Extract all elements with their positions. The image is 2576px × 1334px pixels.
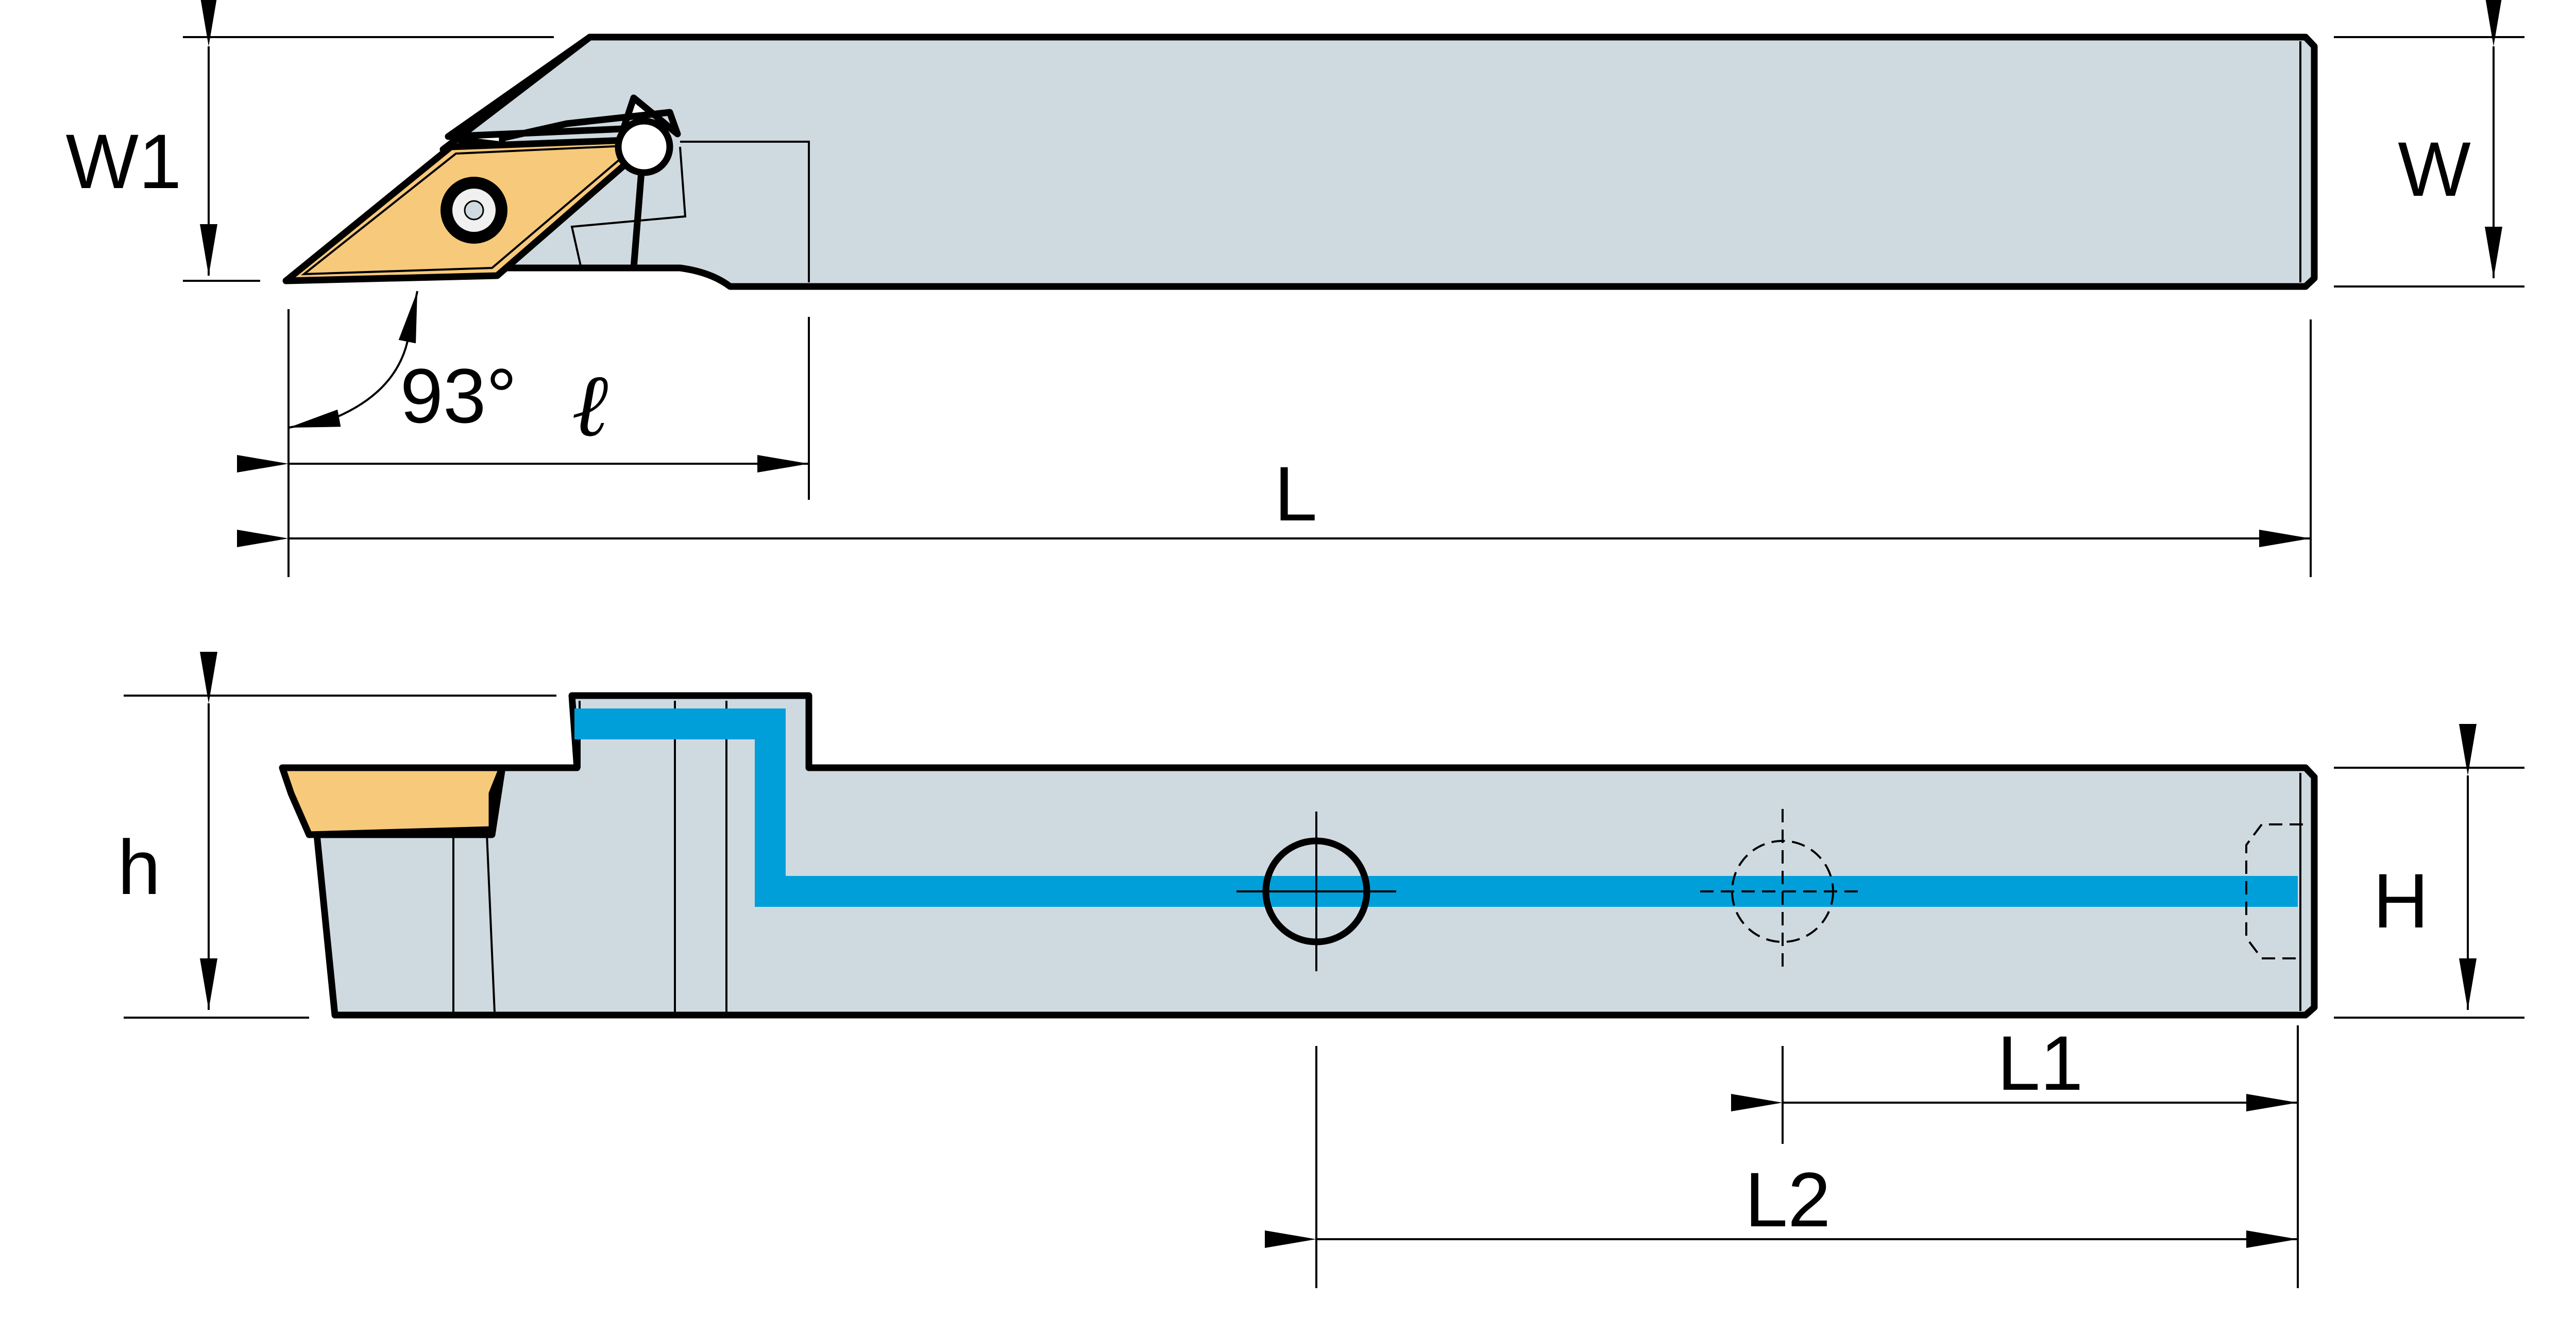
label-L2: L2	[1745, 1156, 1831, 1243]
coolant-port	[2245, 823, 2303, 959]
dim-h: h	[117, 652, 217, 1010]
insert-side	[279, 764, 506, 838]
dim-L2: L2	[1265, 1156, 2298, 1248]
side-view	[279, 692, 2318, 1019]
dim-H: H	[2373, 724, 2477, 1010]
clamp-screw	[615, 117, 673, 176]
internal-line-2	[486, 834, 496, 1013]
label-ell: ℓ	[572, 354, 608, 457]
label-w1: W1	[66, 118, 182, 205]
dim-L: L	[237, 450, 2311, 547]
label-angle: 93°	[400, 352, 517, 439]
label-w: W	[2398, 126, 2471, 212]
shank-body-top	[445, 33, 2318, 290]
dim-w: W	[2398, 0, 2502, 278]
coolant-channel	[574, 708, 2298, 907]
dim-angle: 93°	[288, 291, 517, 439]
label-L: L	[1274, 450, 1317, 537]
pocket-line-2	[570, 146, 687, 268]
label-H: H	[2373, 857, 2429, 944]
dim-L1: L1	[1731, 1020, 2298, 1111]
top-view	[282, 33, 2318, 290]
label-h: h	[117, 824, 160, 910]
dim-w1: W1	[66, 0, 217, 276]
dim-ell: ℓ	[237, 354, 809, 472]
pocket-line	[680, 141, 810, 282]
insert-screw-center	[464, 200, 484, 221]
label-L1: L1	[1997, 1020, 2083, 1106]
